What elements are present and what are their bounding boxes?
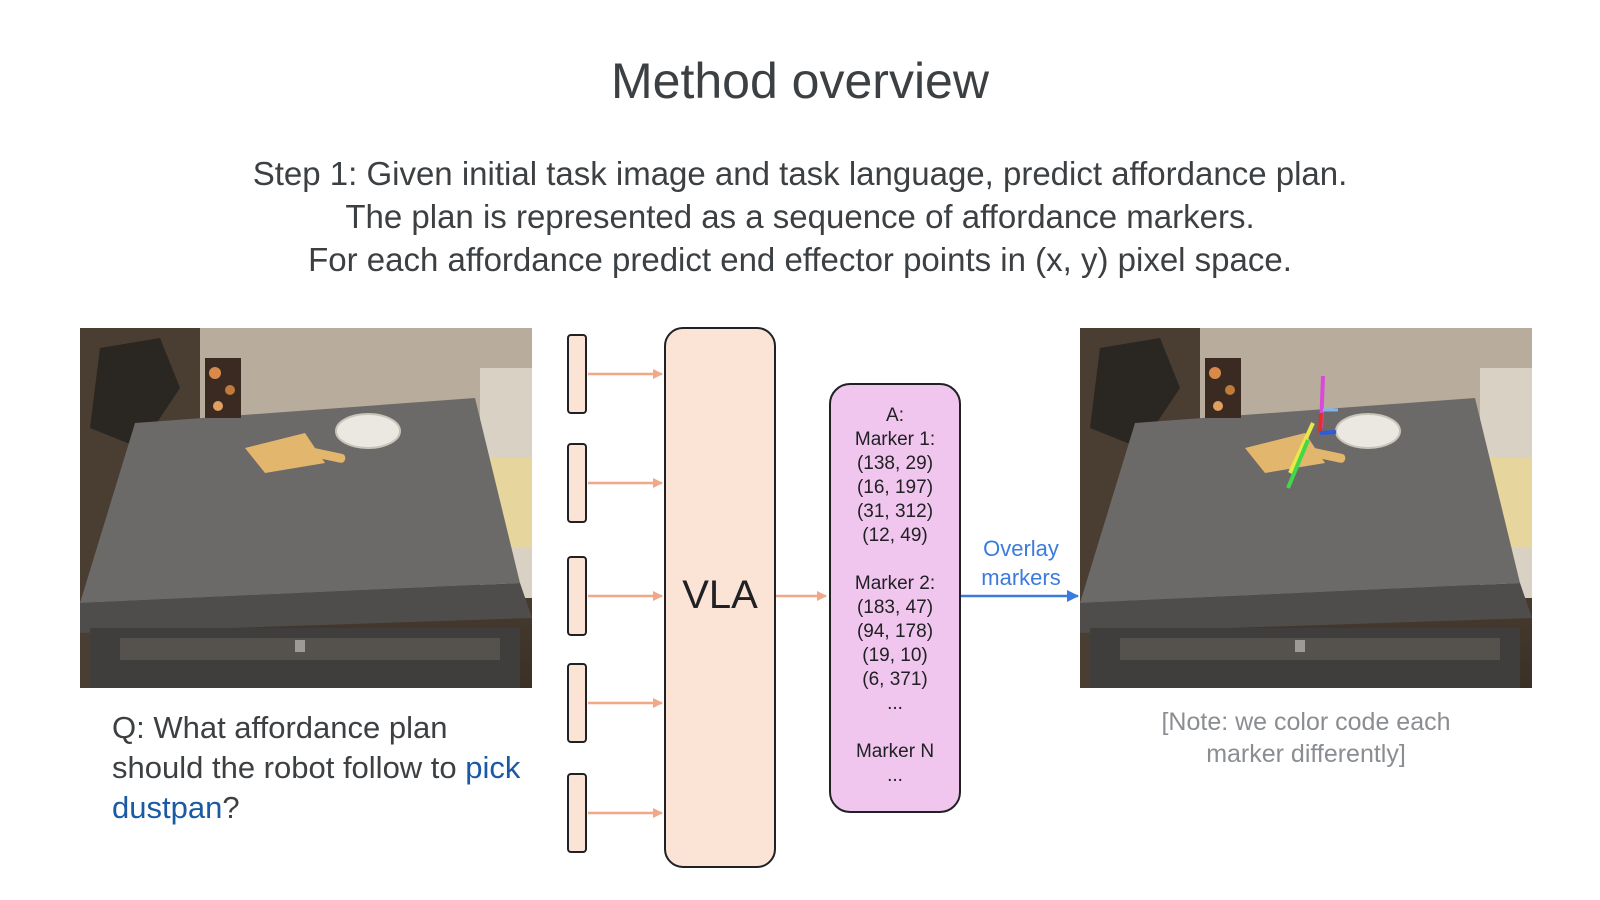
predicted-markers-text: A: Marker 1: (138, 29) (16, 197) (31, 31…	[830, 404, 960, 788]
page-title: Method overview	[611, 53, 989, 109]
output-line: (31, 312)	[856, 501, 934, 522]
output-line	[830, 716, 960, 740]
output-line: (6, 371)	[862, 669, 928, 690]
vla-label: VLA	[682, 573, 758, 617]
input-token-4	[567, 663, 587, 743]
task-question: Q: What affordance plan should the robot…	[112, 708, 532, 828]
input-token-1	[567, 334, 587, 414]
overlay-label-line-2: markers	[981, 565, 1061, 590]
note-line-2: marker differently]	[1206, 740, 1406, 768]
overlay-markers-label: Overlay markers	[962, 534, 1080, 592]
task-highlight: pick dustpan	[112, 750, 521, 825]
output-line: (19, 10)	[862, 645, 928, 666]
note-line-1: [Note: we color code each	[1161, 708, 1451, 736]
output-line: (16, 197)	[856, 477, 934, 498]
output-box	[829, 383, 961, 813]
input-token-5	[567, 773, 587, 853]
step-description: Step 1: Given initial task image and tas…	[0, 152, 1600, 281]
output-line: Marker N	[855, 741, 935, 762]
output-line: (183, 47)	[856, 597, 934, 618]
output-line: ...	[887, 693, 903, 714]
overlay-label-line-1: Overlay	[983, 536, 1059, 561]
input-token-2	[567, 443, 587, 523]
output-line: ...	[887, 765, 903, 786]
question-text: Q: What affordance plan should the robot…	[112, 710, 466, 785]
annotated-task-image	[1080, 328, 1532, 688]
task-image	[80, 328, 532, 688]
step-line-1: Step 1: Given initial task image and tas…	[252, 155, 1348, 192]
output-line: Marker 2:	[854, 573, 936, 594]
output-line: (138, 29)	[856, 453, 934, 474]
question-mark: ?	[222, 790, 240, 825]
vla-model-box	[664, 327, 776, 868]
output-line	[830, 548, 960, 572]
output-line: (12, 49)	[862, 525, 928, 546]
color-code-note: [Note: we color code each marker differe…	[1080, 706, 1532, 770]
output-line: A:	[886, 405, 904, 426]
step-line-3: For each affordance predict end effector…	[308, 241, 1292, 278]
output-line: Marker 1:	[854, 429, 936, 450]
affordance-markers	[1286, 375, 1338, 489]
step-line-2: The plan is represented as a sequence of…	[345, 198, 1255, 235]
input-token-3	[567, 556, 587, 636]
output-line: (94, 178)	[856, 621, 934, 642]
